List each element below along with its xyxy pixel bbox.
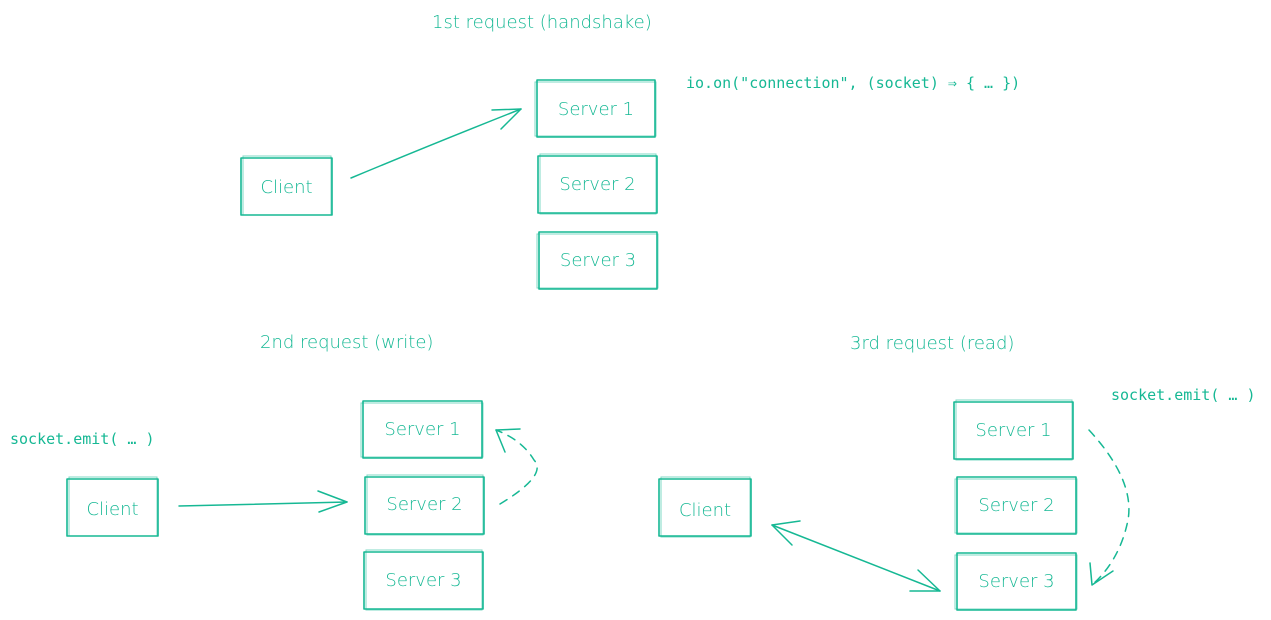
write-server-3-label: Server 3 [385, 570, 461, 591]
write-server-1-label: Server 1 [384, 419, 460, 440]
read-server-1-label: Server 1 [975, 420, 1051, 441]
handshake-code: io.on("connection", (socket) ⇒ { … }) [686, 74, 1020, 92]
handshake-client-label: Client [260, 177, 312, 198]
write-broadcast-dashed-arrow [495, 428, 538, 505]
write-client-box: Client [66, 476, 159, 537]
read-code: socket.emit( … ) [1111, 386, 1256, 404]
write-panel: 2nd request (write) socket.emit( … ) Cli… [10, 332, 538, 611]
read-server-3-box: Server 3 [954, 552, 1078, 611]
handshake-panel: 1st request (handshake) io.on("connectio… [240, 12, 1020, 290]
write-client-label: Client [86, 499, 138, 520]
handshake-arrow [350, 108, 522, 179]
write-client-to-server-arrow [178, 490, 348, 513]
read-server-2-box: Server 2 [954, 476, 1078, 535]
read-client-label: Client [679, 500, 731, 521]
read-title: 3rd request (read) [850, 333, 1014, 354]
handshake-server-2-box: Server 2 [537, 153, 658, 215]
write-code: socket.emit( … ) [10, 430, 155, 448]
write-title: 2nd request (write) [260, 332, 433, 353]
write-server-2-box: Server 2 [364, 474, 485, 536]
read-server-1-box: Server 1 [953, 399, 1074, 461]
handshake-server-1-label: Server 1 [558, 99, 634, 120]
handshake-server-1-box: Server 1 [534, 79, 657, 138]
handshake-client-box: Client [240, 155, 333, 216]
read-panel: 3rd request (read) socket.emit( … ) Clie… [658, 333, 1256, 611]
write-server-1-box: Server 1 [360, 400, 484, 459]
read-dashed-arrow [1088, 429, 1130, 586]
write-server-3-box: Server 3 [363, 549, 484, 611]
read-server-3-label: Server 3 [978, 571, 1054, 592]
handshake-server-3-box: Server 3 [536, 231, 659, 290]
write-server-2-label: Server 2 [386, 494, 462, 515]
handshake-server-2-label: Server 2 [559, 174, 635, 195]
read-server-2-label: Server 2 [978, 495, 1054, 516]
read-bidirectional-arrow [771, 520, 941, 592]
read-client-box: Client [658, 476, 752, 538]
handshake-title: 1st request (handshake) [432, 12, 652, 33]
handshake-server-3-label: Server 3 [560, 250, 636, 271]
